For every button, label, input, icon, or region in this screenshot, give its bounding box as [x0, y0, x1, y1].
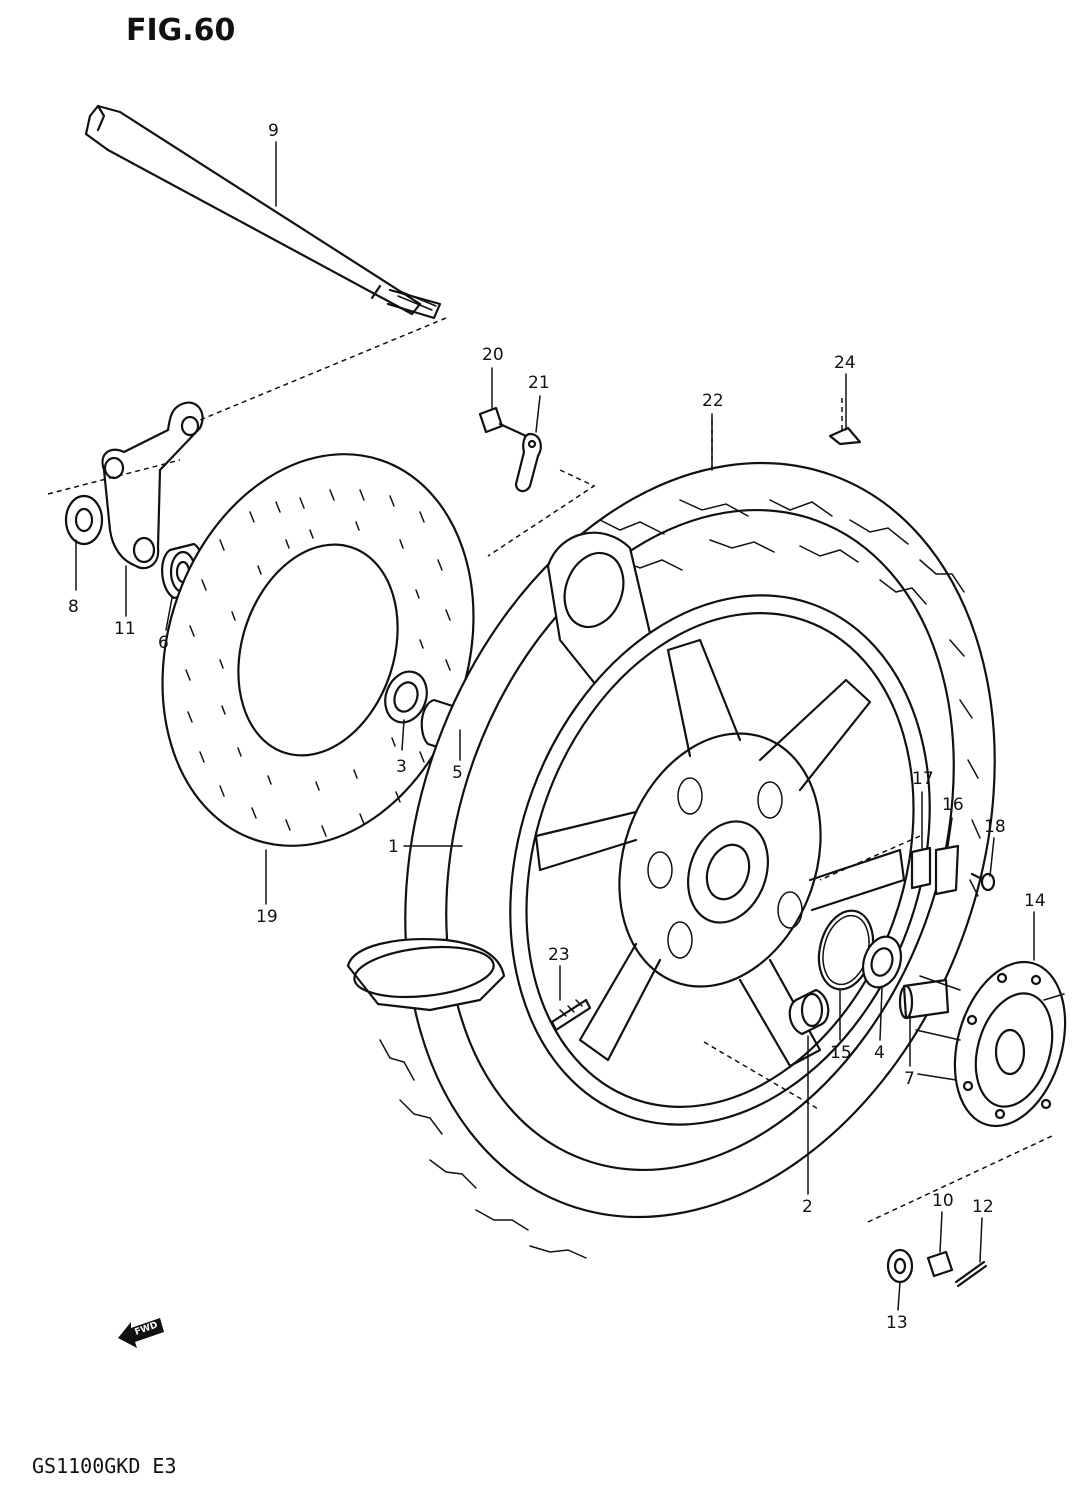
assembly-line-plate [487, 469, 596, 557]
callout-23: 23 [548, 945, 570, 965]
spacer-part-2 [788, 988, 830, 1036]
callout-15: 15 [830, 1043, 852, 1063]
assembly-line-left [47, 459, 181, 495]
callout-22: 22 [702, 391, 724, 411]
bearing-part-3 [384, 670, 428, 724]
callout-19: 19 [256, 907, 278, 927]
callout-20: 20 [482, 345, 504, 365]
bracket-part-16 [934, 844, 960, 896]
callout-2: 2 [802, 1197, 813, 1217]
model-code: GS1100GKD E3 [32, 1454, 177, 1478]
assembly-line-nut [867, 1135, 1053, 1223]
callout-16: 16 [942, 795, 964, 815]
assembly-line-brackets [819, 835, 921, 881]
assembly-line-spacer [703, 1041, 821, 1111]
valve-part-23 [550, 998, 592, 1032]
hub-part-7 [898, 978, 950, 1020]
callout-11: 11 [114, 619, 136, 639]
nut-part-10 [926, 1250, 954, 1278]
figure-title: FIG.60 [126, 13, 235, 48]
clip-part-24 [828, 426, 862, 446]
callout-21: 21 [528, 373, 550, 393]
washer-part-13 [886, 1248, 914, 1284]
plate-part-21 [514, 432, 542, 493]
cotter-pin-part-12 [954, 1260, 988, 1288]
assembly-line-axle [199, 317, 447, 421]
callout-10: 10 [932, 1191, 954, 1211]
callout-8: 8 [68, 597, 79, 617]
callout-13: 13 [886, 1313, 908, 1333]
sprocket-drum-part-14 [915, 960, 1067, 1128]
washer-part-8 [64, 494, 104, 546]
callout-17: 17 [912, 769, 934, 789]
screw-part-18 [970, 872, 996, 892]
callout-18: 18 [984, 817, 1006, 837]
tire-cutaway-bottom [346, 938, 506, 1012]
torque-arm-part-11 [101, 401, 204, 570]
callout-7: 7 [904, 1069, 915, 1089]
callout-12: 12 [972, 1197, 994, 1217]
brake-disc-part-19 [161, 453, 475, 847]
callout-4: 4 [874, 1043, 885, 1063]
callout-9: 9 [268, 121, 279, 141]
wheel-rim-part-1 [509, 594, 931, 1126]
forward-arrow-icon: FWD [118, 1318, 164, 1348]
callout-14: 14 [1024, 891, 1046, 911]
bearing-part-4 [861, 935, 903, 989]
callout-1: 1 [388, 837, 399, 857]
bolt-part-20 [478, 406, 528, 438]
bracket-part-17 [910, 846, 932, 890]
callout-24: 24 [834, 353, 856, 373]
callout-5: 5 [452, 763, 463, 783]
callout-6: 6 [158, 633, 169, 653]
callout-3: 3 [396, 757, 407, 777]
leader-lines [75, 141, 1035, 1311]
axle-part-9 [84, 104, 442, 320]
